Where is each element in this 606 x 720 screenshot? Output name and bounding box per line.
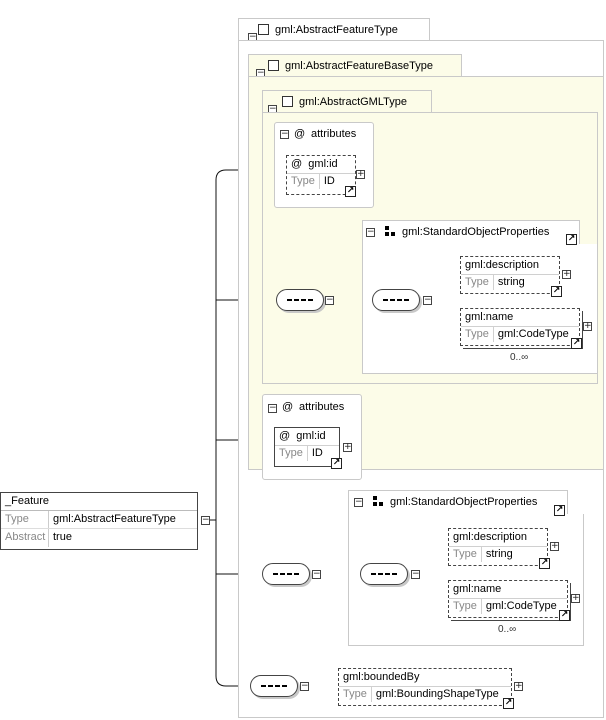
attributes-label: attributes bbox=[311, 128, 357, 140]
link-icon[interactable]: ↗ bbox=[503, 698, 514, 709]
collapse-icon[interactable]: − bbox=[366, 227, 375, 237]
sequence-compositor[interactable] bbox=[250, 675, 298, 697]
collapse-icon[interactable]: − bbox=[354, 497, 363, 507]
type-key: Type bbox=[275, 446, 308, 461]
type-key: Type bbox=[461, 327, 494, 342]
link-icon[interactable]: ↗ bbox=[539, 558, 550, 569]
multiplicity-label: 0..∞ bbox=[498, 624, 517, 635]
attributes-label: attributes bbox=[299, 401, 345, 413]
group-icon bbox=[385, 226, 396, 237]
feature-root-element[interactable]: _Feature Type gml:AbstractFeatureType Abs… bbox=[0, 492, 198, 550]
complex-type-icon bbox=[268, 60, 279, 71]
link-icon[interactable]: ↗ bbox=[551, 286, 562, 297]
abstract-value: true bbox=[53, 531, 72, 543]
element-name: gml:description bbox=[453, 531, 527, 543]
standard-object-properties-box: − gml:StandardObjectProperties bbox=[362, 220, 580, 244]
abstract-feature-base-type-tab: −gml:AbstractFeatureBaseType bbox=[248, 54, 462, 78]
abstract-key: Abstract bbox=[1, 529, 49, 547]
element-name: gml:name bbox=[465, 311, 514, 323]
standard-object-properties-box: − gml:StandardObjectProperties bbox=[348, 490, 568, 514]
group-label: gml:StandardObjectProperties bbox=[390, 496, 538, 508]
expand-icon[interactable]: + bbox=[571, 593, 580, 603]
collapse-icon[interactable]: − bbox=[268, 403, 277, 413]
collapse-icon[interactable]: − bbox=[312, 569, 321, 579]
type-value: gml:CodeType bbox=[485, 600, 557, 612]
expand-icon[interactable]: + bbox=[550, 541, 559, 551]
group-icon bbox=[373, 496, 384, 507]
expand-icon[interactable]: + bbox=[514, 681, 523, 691]
type-value: gml:CodeType bbox=[497, 328, 569, 340]
type-value: gml:BoundingShapeType bbox=[375, 688, 499, 700]
attribute-symbol: @ bbox=[282, 401, 294, 413]
gml-id-name: gml:id bbox=[308, 158, 338, 170]
element-name: gml:boundedBy bbox=[343, 671, 420, 683]
expand-icon[interactable]: + bbox=[356, 169, 365, 179]
type-value: gml:AbstractFeatureType bbox=[53, 513, 176, 525]
type-key: Type bbox=[449, 547, 482, 562]
sequence-compositor[interactable] bbox=[262, 563, 310, 585]
attribute-symbol: @ bbox=[294, 128, 306, 140]
collapse-icon[interactable]: − bbox=[423, 295, 432, 305]
sequence-compositor[interactable] bbox=[360, 563, 408, 585]
type-key: Type bbox=[339, 687, 372, 702]
collapse-icon[interactable]: − bbox=[300, 681, 309, 691]
link-icon[interactable]: ↗ bbox=[559, 610, 570, 621]
link-icon[interactable]: ↗ bbox=[345, 186, 356, 197]
type-label: gml:AbstractFeatureBaseType bbox=[285, 60, 433, 72]
link-icon[interactable]: ↗ bbox=[571, 338, 582, 349]
sequence-compositor[interactable] bbox=[276, 289, 324, 311]
gml-id-name: gml:id bbox=[296, 430, 326, 442]
collapse-icon[interactable]: − bbox=[325, 295, 334, 305]
link-icon[interactable]: ↗ bbox=[566, 234, 577, 245]
type-value: string bbox=[485, 548, 513, 560]
link-icon[interactable]: ↗ bbox=[554, 505, 565, 516]
collapse-icon[interactable]: − bbox=[201, 515, 210, 525]
type-key: Type bbox=[1, 511, 49, 528]
expand-icon[interactable]: + bbox=[583, 321, 592, 331]
type-value: ID bbox=[323, 175, 335, 187]
group-label: gml:StandardObjectProperties bbox=[402, 226, 550, 238]
abstract-feature-type-tab: −gml:AbstractFeatureType bbox=[238, 18, 430, 42]
type-key: Type bbox=[461, 275, 494, 290]
complex-type-icon bbox=[282, 96, 293, 107]
complex-type-icon bbox=[258, 24, 269, 35]
expand-icon[interactable]: + bbox=[562, 269, 571, 279]
element-name: gml:description bbox=[465, 259, 539, 271]
attribute-symbol: @ bbox=[279, 430, 291, 442]
attribute-symbol: @ bbox=[291, 158, 303, 170]
type-key: Type bbox=[449, 599, 482, 614]
collapse-icon[interactable]: − bbox=[280, 129, 289, 139]
sequence-compositor[interactable] bbox=[372, 289, 420, 311]
collapse-icon[interactable]: − bbox=[411, 569, 420, 579]
multiplicity-label: 0..∞ bbox=[510, 352, 529, 363]
type-label: gml:AbstractGMLType bbox=[299, 96, 407, 108]
element-name: gml:name bbox=[453, 583, 502, 595]
root-name: _Feature bbox=[1, 493, 197, 511]
abstract-gml-type-tab: −gml:AbstractGMLType bbox=[262, 90, 432, 114]
type-value: ID bbox=[311, 447, 323, 459]
type-label: gml:AbstractFeatureType bbox=[275, 24, 398, 36]
type-value: string bbox=[497, 276, 525, 288]
link-icon[interactable]: ↗ bbox=[331, 458, 342, 469]
type-key: Type bbox=[287, 174, 320, 189]
expand-icon[interactable]: + bbox=[343, 442, 352, 452]
